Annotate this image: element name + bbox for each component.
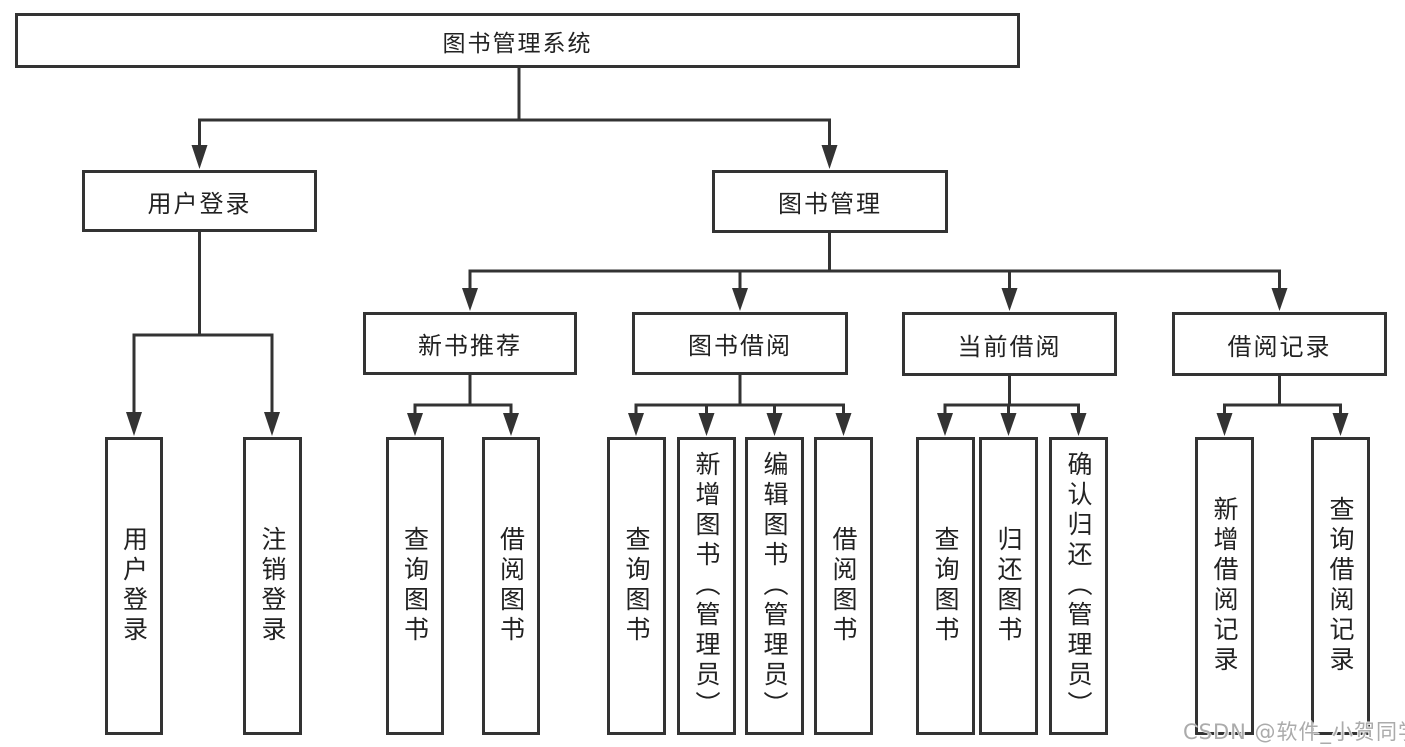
arrowhead-icon	[766, 413, 783, 436]
leaf-newbook-borrow-books-label: 借阅图书	[496, 526, 526, 646]
connector-book-management-children	[462, 233, 1288, 311]
arrowhead-icon	[628, 413, 644, 436]
node-book-management-system: 图书管理系统	[15, 13, 1020, 68]
arrowhead-icon	[1001, 288, 1018, 311]
leaf-newbook-borrow-books: 借阅图书	[482, 437, 540, 735]
leaf-current-return-books-label: 归还图书	[994, 526, 1023, 646]
leaf-records-add-record-label: 新增借阅记录	[1210, 496, 1239, 676]
node-book-management: 图书管理	[712, 170, 948, 233]
connector-new-book-children	[407, 375, 519, 436]
node-borrowing-records: 借阅记录	[1172, 312, 1387, 376]
node-book-borrowing: 图书借阅	[632, 312, 848, 375]
arrowhead-icon	[821, 145, 838, 169]
leaf-records-query-record: 查询借阅记录	[1311, 437, 1370, 735]
leaf-user-login-label: 用户登录	[119, 526, 149, 646]
leaf-current-confirm-return-admin-label: 确认归还（管理员）	[1064, 451, 1093, 721]
node-user-login: 用户登录	[82, 170, 317, 232]
watermark: CSDN @软件_小贺同学	[1183, 720, 1405, 744]
leaf-newbook-query-books-label: 查询图书	[400, 526, 430, 646]
node-new-book-recommendation: 新书推荐	[363, 312, 577, 375]
leaf-records-add-record: 新增借阅记录	[1195, 437, 1254, 735]
leaf-current-return-books: 归还图书	[979, 437, 1038, 735]
arrowhead-icon	[1271, 288, 1288, 311]
leaf-borrow-borrow-books-label: 借阅图书	[829, 526, 858, 646]
leaf-borrow-edit-books-admin: 编辑图书（管理员）	[745, 437, 804, 735]
leaf-current-query-books: 查询图书	[916, 437, 975, 735]
leaf-user-login: 用户登录	[105, 437, 163, 735]
arrowhead-icon	[1216, 413, 1233, 436]
arrowhead-icon	[1332, 413, 1349, 436]
arrowhead-icon	[462, 288, 478, 311]
arrowhead-icon	[835, 413, 852, 436]
arrowhead-icon	[1000, 413, 1017, 436]
connector-book-borrow-children	[628, 375, 852, 436]
leaf-borrow-add-books-admin: 新增图书（管理员）	[677, 437, 736, 735]
arrowhead-icon	[698, 413, 715, 436]
leaf-borrow-add-books-admin-label: 新增图书（管理员）	[692, 451, 721, 721]
leaf-logout-label: 注销登录	[258, 526, 287, 646]
connector-borrow-records-children	[1216, 376, 1349, 436]
arrowhead-icon	[191, 145, 208, 169]
arrowhead-icon	[937, 413, 953, 436]
connector-current-borrow-children	[937, 376, 1087, 436]
leaf-logout: 注销登录	[243, 437, 302, 735]
connector-user-login-children	[126, 232, 280, 436]
leaf-current-confirm-return-admin: 确认归还（管理员）	[1049, 437, 1108, 735]
arrowhead-icon	[732, 288, 748, 311]
leaf-records-query-record-label: 查询借阅记录	[1326, 496, 1355, 676]
leaf-borrow-borrow-books: 借阅图书	[814, 437, 873, 735]
arrowhead-icon	[264, 412, 280, 436]
arrowhead-icon	[1070, 413, 1087, 436]
leaf-borrow-query-books: 查询图书	[607, 437, 666, 735]
leaf-current-query-books-label: 查询图书	[931, 526, 960, 646]
arrowhead-icon	[503, 413, 519, 436]
leaf-newbook-query-books: 查询图书	[386, 437, 444, 735]
leaf-borrow-edit-books-admin-label: 编辑图书（管理员）	[760, 451, 789, 721]
leaf-borrow-query-books-label: 查询图书	[622, 526, 651, 646]
connector-root-to-level2	[191, 68, 838, 169]
node-current-borrowing: 当前借阅	[902, 312, 1117, 376]
arrowhead-icon	[407, 413, 423, 436]
arrowhead-icon	[126, 412, 142, 436]
